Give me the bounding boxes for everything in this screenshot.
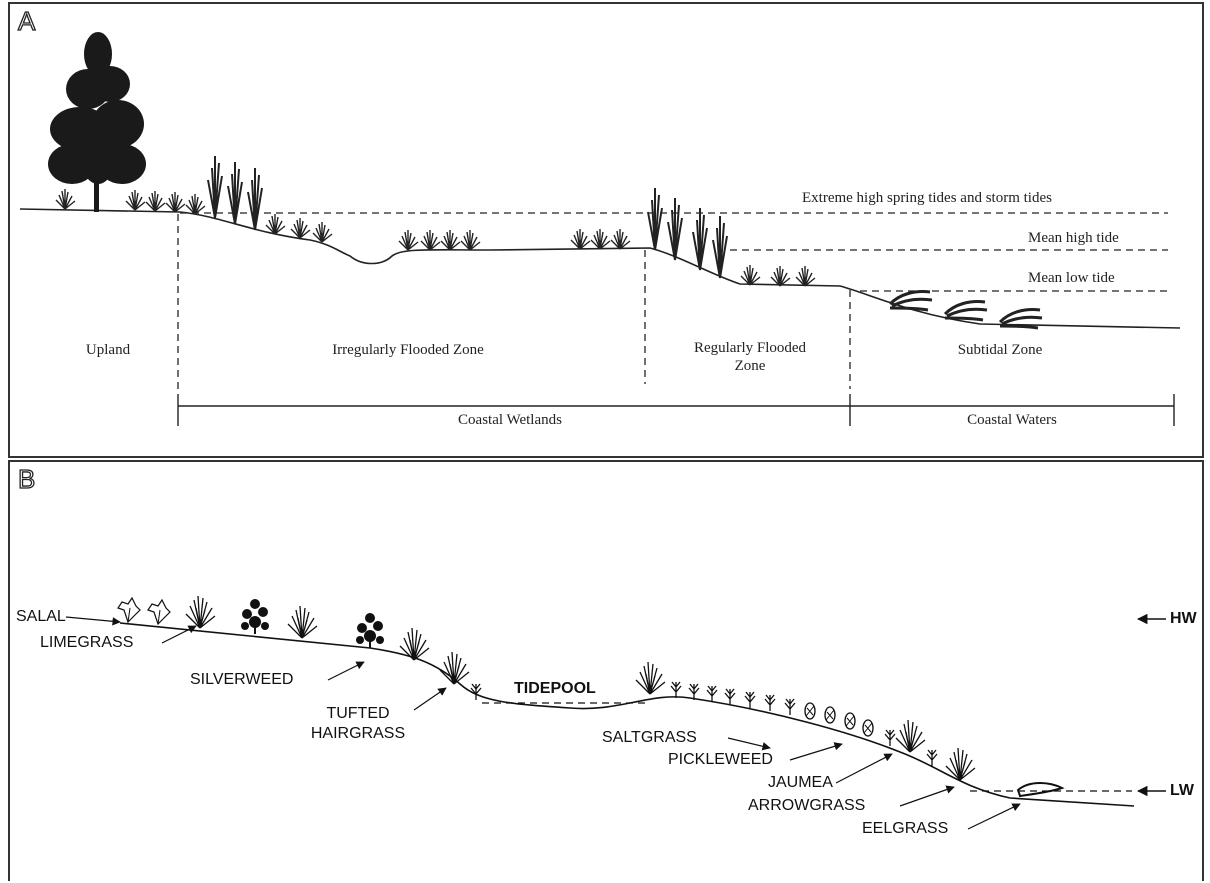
b-water-lines [482,702,1132,792]
silverweed-icon [240,598,385,649]
jaumea-label: JAUMEA [768,774,833,791]
silverweed-label: SILVERWEED [190,671,294,688]
upland-label: Upland [85,342,131,358]
span-brackets [177,394,1175,426]
panel-letter-b: B [17,464,36,494]
salal-icon [117,597,171,625]
coastal-waters-label: Coastal Waters [967,412,1057,428]
tidepool-label: TIDEPOOL [514,680,596,697]
saltgrass-label: SALTGRASS [602,729,697,746]
tide-lines [180,212,1168,292]
tufted-label: TUFTED [326,705,390,722]
panel-b: B [8,460,1204,881]
level-arrows [1136,613,1166,797]
irregularly-flooded-label: Irregularly Flooded Zone [332,342,484,358]
lw-label: LW [1170,782,1194,799]
upland-tree-icon [48,32,146,212]
arrowgrass-label: ARROWGRASS [748,797,866,814]
arrowgrass-icon [926,747,976,781]
hw-label: HW [1170,610,1197,627]
tufted-hairgrass-icon [399,627,470,685]
pickleweed-label: PICKLEWEED [668,751,773,768]
hairgrass-label: HAIRGRASS [310,725,406,742]
panel-letter-a: A [17,6,36,36]
jaumea-icon [884,719,926,753]
panel-a-diagram [19,32,1181,426]
regularly-flooded-label: Regularly Flooded [693,340,807,356]
salal-label: SALAL [16,608,66,625]
ground-profile-b [119,622,1135,807]
panel-b-diagram [65,595,1166,830]
panel-a: A [8,2,1204,458]
eelgrass-label: EELGRASS [862,820,949,837]
mean-low-tide-label: Mean low tide [1028,270,1115,286]
zone-separators [177,214,851,389]
mean-high-tide-label: Mean high tide [1028,230,1119,246]
regularly-flooded-label-2: Zone [734,358,766,374]
subtidal-label: Subtidal Zone [957,342,1043,358]
coastal-wetlands-label: Coastal Wetlands [458,412,562,428]
marsh-grass-icon [55,155,816,287]
ground-profile-a [19,208,1181,329]
label-leaders [65,616,1021,830]
extreme-tide-label: Extreme high spring tides and storm tide… [802,190,1052,206]
saltgrass-icon [635,661,796,716]
limegrass-label: LIMEGRASS [40,634,134,651]
eelgrass-b-icon [1016,782,1065,798]
